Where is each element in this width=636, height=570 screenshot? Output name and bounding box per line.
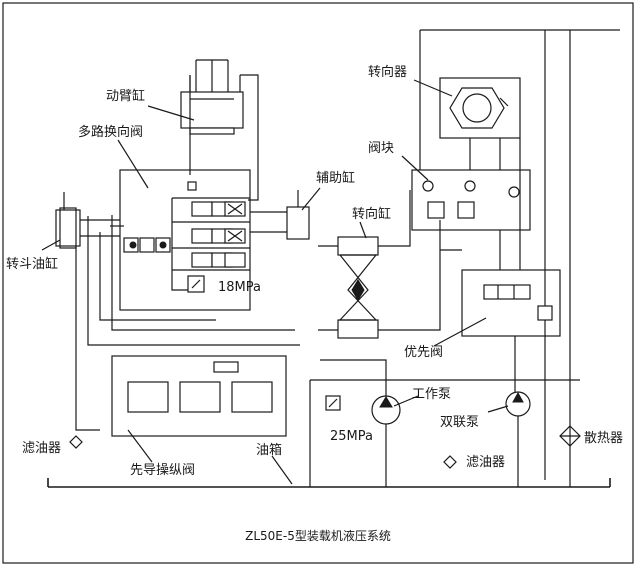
label-pressure-18: 18MPa bbox=[218, 280, 261, 295]
label-filter-left: 滤油器 bbox=[22, 441, 61, 456]
steering-unit bbox=[439, 77, 521, 170]
leader-pilot bbox=[127, 429, 153, 463]
filter-right-symbol bbox=[443, 455, 457, 469]
label-tank: 油箱 bbox=[256, 442, 282, 458]
pilot-valve bbox=[111, 355, 287, 437]
label-work-pump: 工作泵 bbox=[412, 387, 451, 402]
leader-bucket bbox=[41, 239, 61, 251]
leader-block bbox=[401, 155, 429, 181]
label-radiator: 散热器 bbox=[584, 431, 623, 446]
label-priority-valve: 优先阀 bbox=[404, 345, 443, 360]
tank-line bbox=[47, 478, 611, 488]
filter-left-symbol bbox=[69, 435, 83, 449]
label-double-pump: 双联泵 bbox=[440, 415, 479, 430]
steering-cylinders bbox=[318, 190, 441, 339]
leader-work-pump bbox=[393, 395, 419, 407]
double-pump bbox=[505, 391, 531, 417]
label-valve-block: 阀块 bbox=[368, 141, 394, 156]
label-pilot-valve: 先导操纵阀 bbox=[130, 462, 195, 478]
work-pump bbox=[371, 395, 401, 425]
boom-cylinder bbox=[180, 59, 244, 135]
leader-steering-unit bbox=[413, 79, 453, 97]
label-boom-cylinder: 动臂缸 bbox=[106, 88, 145, 104]
label-bucket-cylinder: 转斗油缸 bbox=[6, 256, 58, 272]
priority-valve bbox=[461, 269, 561, 337]
figure-border bbox=[2, 2, 634, 564]
leader-boom bbox=[147, 105, 195, 121]
label-filter-right: 滤油器 bbox=[466, 455, 505, 470]
auxiliary-cylinder bbox=[250, 190, 310, 240]
leader-aux bbox=[301, 187, 321, 211]
leader-double-pump bbox=[487, 405, 509, 413]
label-steering-unit: 转向器 bbox=[368, 64, 407, 80]
leader-steer bbox=[359, 221, 367, 239]
label-steering-cylinder: 转向缸 bbox=[352, 206, 391, 222]
label-aux-cylinder: 辅助缸 bbox=[316, 170, 355, 186]
leader-priority bbox=[433, 317, 487, 347]
label-multi-valve: 多路换向阀 bbox=[78, 124, 143, 140]
relief-valve-25mpa bbox=[325, 395, 341, 411]
leader-multi bbox=[117, 139, 149, 189]
figure-caption: ZL50E-5型装载机液压系统 bbox=[245, 528, 391, 543]
leader-tank bbox=[271, 455, 293, 485]
valve-block bbox=[411, 169, 531, 231]
multi-way-valve bbox=[119, 169, 251, 311]
label-pressure-25: 25MPa bbox=[330, 429, 373, 444]
radiator-symbol bbox=[559, 425, 581, 447]
